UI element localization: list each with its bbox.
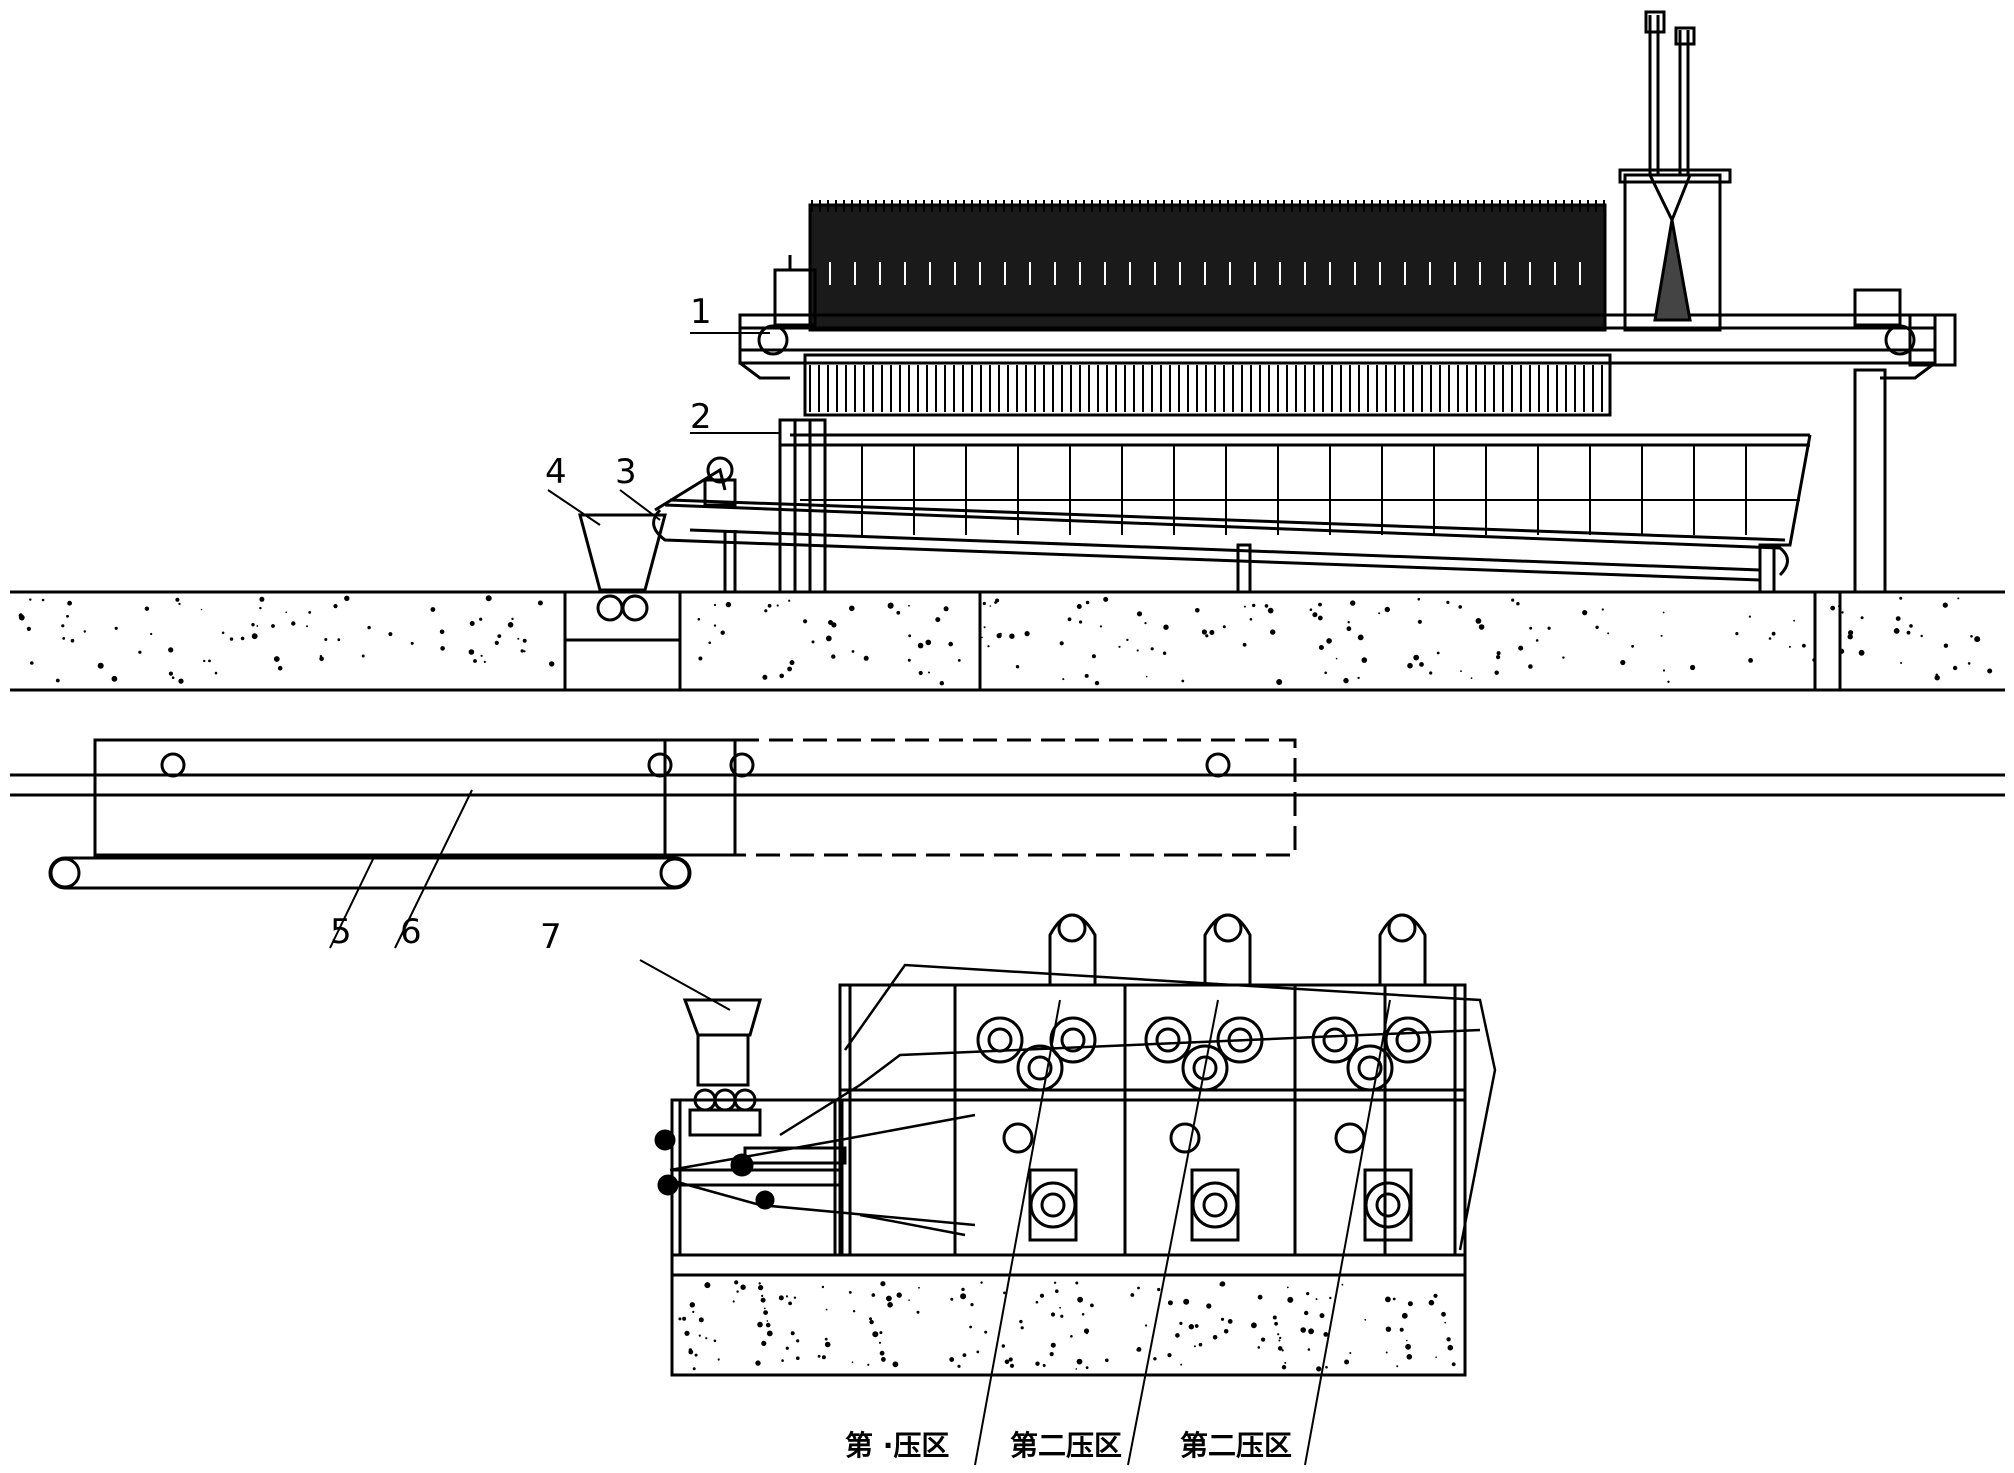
tail-frame <box>773 255 817 327</box>
press-rollers <box>976 1016 1432 1242</box>
filter-plate-stack <box>803 200 1612 417</box>
leader-lines-middle <box>329 789 473 949</box>
label-3: 3 <box>615 452 637 492</box>
leader-lines-top <box>547 332 780 526</box>
label-4: 4 <box>545 452 567 492</box>
label-5: 5 <box>330 912 352 952</box>
pivot-brackets <box>1048 913 1427 985</box>
lower-concrete-base <box>670 1273 1467 1377</box>
filter-belts <box>669 963 1497 1251</box>
zone-label-first: 第 ·压区 <box>845 1429 950 1462</box>
label-1: 1 <box>690 292 712 332</box>
feeder-7 <box>654 998 847 1210</box>
main-beam <box>738 313 1937 380</box>
label-2: 2 <box>690 397 712 437</box>
upper-concrete-floor <box>10 590 2005 692</box>
zone-label-second: 第二压区 <box>1010 1429 1123 1462</box>
belt-press-frame <box>670 983 1467 1277</box>
hopper-4 <box>578 513 667 622</box>
label-7: 7 <box>540 917 562 957</box>
zone-leader-lines <box>639 959 1391 1466</box>
zone-label-third: 第二压区 <box>1180 1429 1293 1462</box>
label-6: 6 <box>400 912 422 952</box>
inclined-belt-conveyor <box>652 456 1789 592</box>
head-frame <box>1618 10 1957 367</box>
shuttle-car <box>10 738 2005 890</box>
